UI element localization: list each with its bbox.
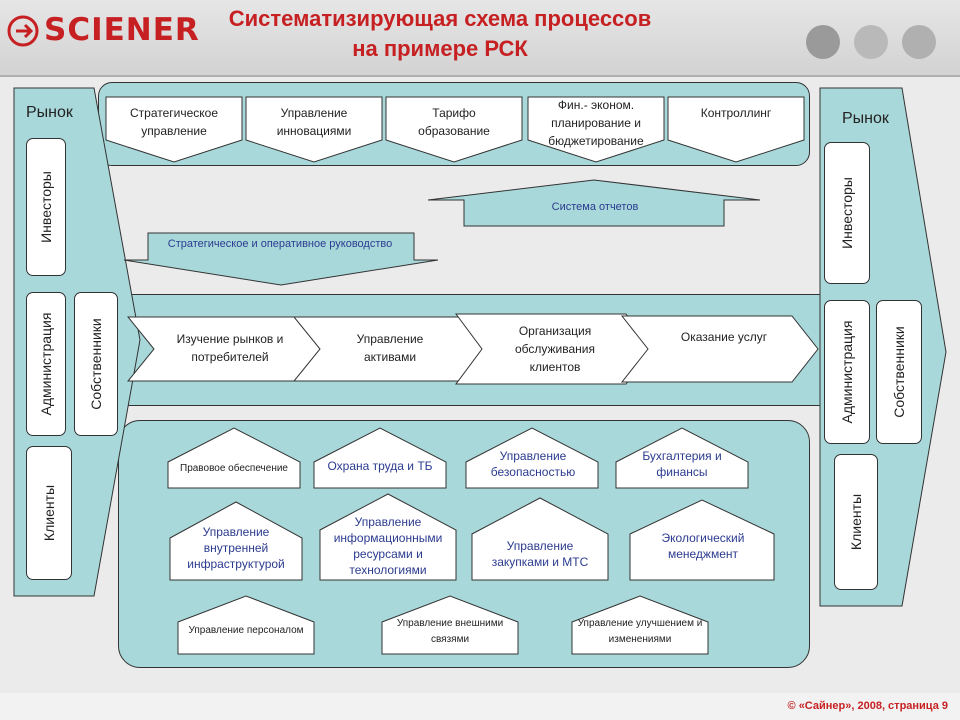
right-administration-card: Администрация	[824, 300, 870, 444]
support-shape-3	[465, 427, 599, 489]
left-administration-card: Администрация	[26, 292, 66, 436]
support-shape-10	[381, 595, 519, 655]
decor-dot-3	[902, 25, 936, 59]
logo-icon	[7, 15, 39, 47]
support-label-infrastructure: Управление внутренней инфраструктурой	[187, 525, 285, 571]
support-shape-1	[167, 427, 301, 489]
header	[0, 0, 960, 76]
left-owners-card: Собственники	[74, 292, 118, 436]
reporting-arrow	[427, 179, 761, 227]
left-clients-card: Клиенты	[26, 446, 72, 580]
left-investors-label: Инвесторы	[38, 171, 54, 243]
support-label-legal: Правовое обеспечение	[180, 463, 288, 474]
support-shape-4	[615, 427, 749, 489]
right-market-title: Рынок	[842, 110, 889, 127]
left-clients-label: Клиенты	[41, 484, 57, 542]
reporting-arrow-label: Система отчетов	[551, 201, 639, 213]
mgmt-label-finance: Фин.- эконом. планирование и бюджетирова…	[548, 98, 644, 148]
support-shape-7	[471, 497, 609, 581]
mgmt-shape-3	[385, 96, 523, 163]
mgmt-label-innovation: Управление инновациями	[276, 106, 352, 138]
page-title-line2: на примере РСК	[352, 36, 528, 61]
left-market-title: Рынок	[26, 104, 73, 121]
page-title-line1: Систематизирующая схема процессов	[228, 6, 652, 31]
support-shape-11	[571, 595, 709, 655]
core-label-services: Оказание услуг	[680, 330, 768, 344]
strategic-arrow	[123, 232, 439, 286]
mgmt-label-tariff: Тарифо образование	[418, 106, 490, 138]
core-label-assets: Управление активами	[356, 332, 424, 364]
support-label-it: Управление информационными ресурсами и т…	[333, 515, 443, 577]
support-label-safety: Охрана труда и ТБ	[327, 459, 433, 473]
support-shape-6	[319, 493, 457, 581]
support-shape-2	[313, 427, 447, 489]
page-title: Систематизирующая схема процессов на при…	[160, 4, 720, 64]
left-investors-card: Инвесторы	[26, 138, 66, 276]
core-chevron-3	[455, 313, 653, 385]
support-label-ecology: Экологический менеджмент	[661, 531, 745, 561]
mgmt-shape-4	[527, 96, 665, 163]
mgmt-shape-5	[667, 96, 805, 163]
mgmt-shape-2	[245, 96, 383, 163]
support-label-accounting: Бухгалтерия и финансы	[642, 449, 722, 479]
support-shape-9	[177, 595, 315, 655]
support-label-procurement: Управление закупками и МТС	[491, 539, 589, 569]
right-owners-label: Собственники	[891, 326, 907, 418]
support-label-external: Управление внешними связями	[396, 618, 504, 645]
right-administration-label: Администрация	[839, 320, 855, 424]
support-label-improvement: Управление улучшением и изменениями	[577, 618, 703, 645]
mgmt-label-strategic: Стратегическое управление	[129, 106, 219, 138]
support-label-personnel: Управление персоналом	[188, 625, 304, 636]
decor-dot-2	[854, 25, 888, 59]
footer-copyright: © «Сайнер», 2008, страница 9	[787, 700, 948, 712]
decor-dot-1	[806, 25, 840, 59]
support-shape-5	[169, 501, 303, 581]
right-owners-card: Собственники	[876, 300, 922, 444]
support-shape-8	[629, 499, 775, 581]
right-investors-card: Инвесторы	[824, 142, 870, 284]
strategic-arrow-label: Стратегическое и оперативное руководство	[167, 238, 393, 250]
left-administration-label: Администрация	[38, 312, 54, 416]
support-label-security: Управление безопасностью	[490, 449, 576, 479]
mgmt-label-controlling: Контроллинг	[700, 106, 772, 120]
left-owners-label: Собственники	[88, 318, 104, 410]
core-label-clients-service: Организация обслуживания клиентов	[514, 324, 596, 374]
header-divider	[0, 75, 960, 77]
right-investors-label: Инвесторы	[839, 177, 855, 249]
right-clients-card: Клиенты	[834, 454, 878, 590]
mgmt-shape-1	[105, 96, 243, 163]
core-label-markets: Изучение рынков и потребителей	[176, 332, 284, 364]
core-chevron-4	[620, 315, 819, 383]
logo: SCIENER	[44, 12, 200, 48]
right-clients-label: Клиенты	[848, 493, 864, 551]
